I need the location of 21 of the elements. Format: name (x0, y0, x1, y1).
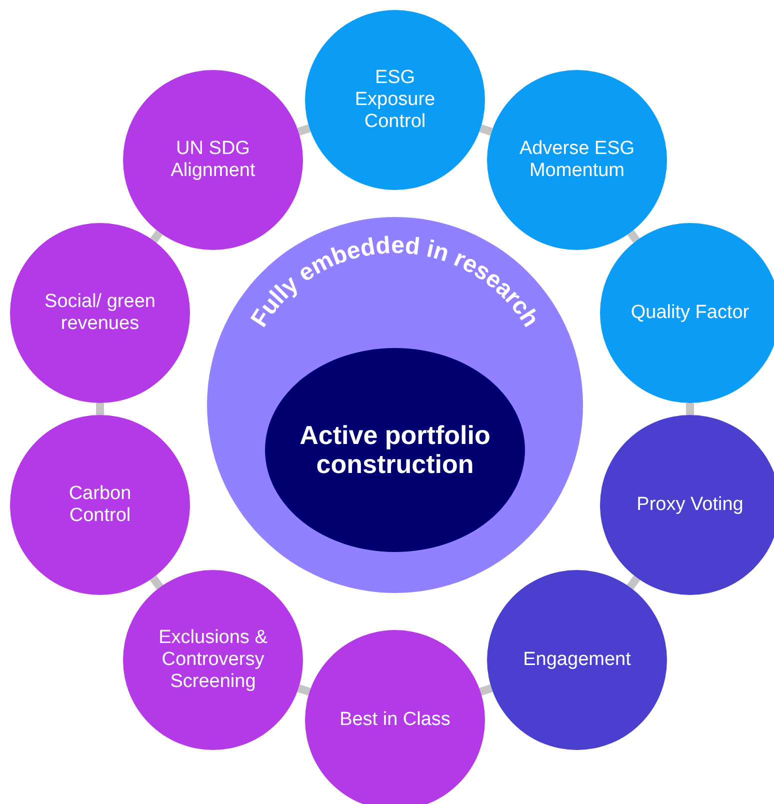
connector-bar (96, 403, 104, 415)
node-label: Adverse ESG Momentum (518, 138, 636, 182)
connector-bar (297, 684, 311, 696)
connector-bar (297, 124, 311, 136)
connector-bar (479, 124, 493, 136)
node-label: UN SDG Alignment (170, 138, 256, 182)
node-label: Quality Factor (630, 302, 750, 324)
node-label: Best in Class (338, 709, 452, 731)
connector-bar (150, 230, 163, 243)
node-label: Engagement (522, 649, 632, 671)
connector-bar (626, 575, 640, 590)
node-label: Proxy Voting (636, 494, 744, 516)
node-label: Exclusions & Controversy Screening (158, 627, 268, 693)
node-label: ESG Exposure Control (354, 67, 436, 133)
connector-bar (479, 684, 493, 696)
connector-bar (686, 403, 694, 415)
node-label: Active portfolio construction (298, 421, 492, 479)
connector-bar (627, 230, 640, 243)
connector-bar (150, 575, 164, 590)
node-label: Social/ green revenues (44, 291, 156, 335)
node-label: Carbon Control (68, 483, 132, 527)
